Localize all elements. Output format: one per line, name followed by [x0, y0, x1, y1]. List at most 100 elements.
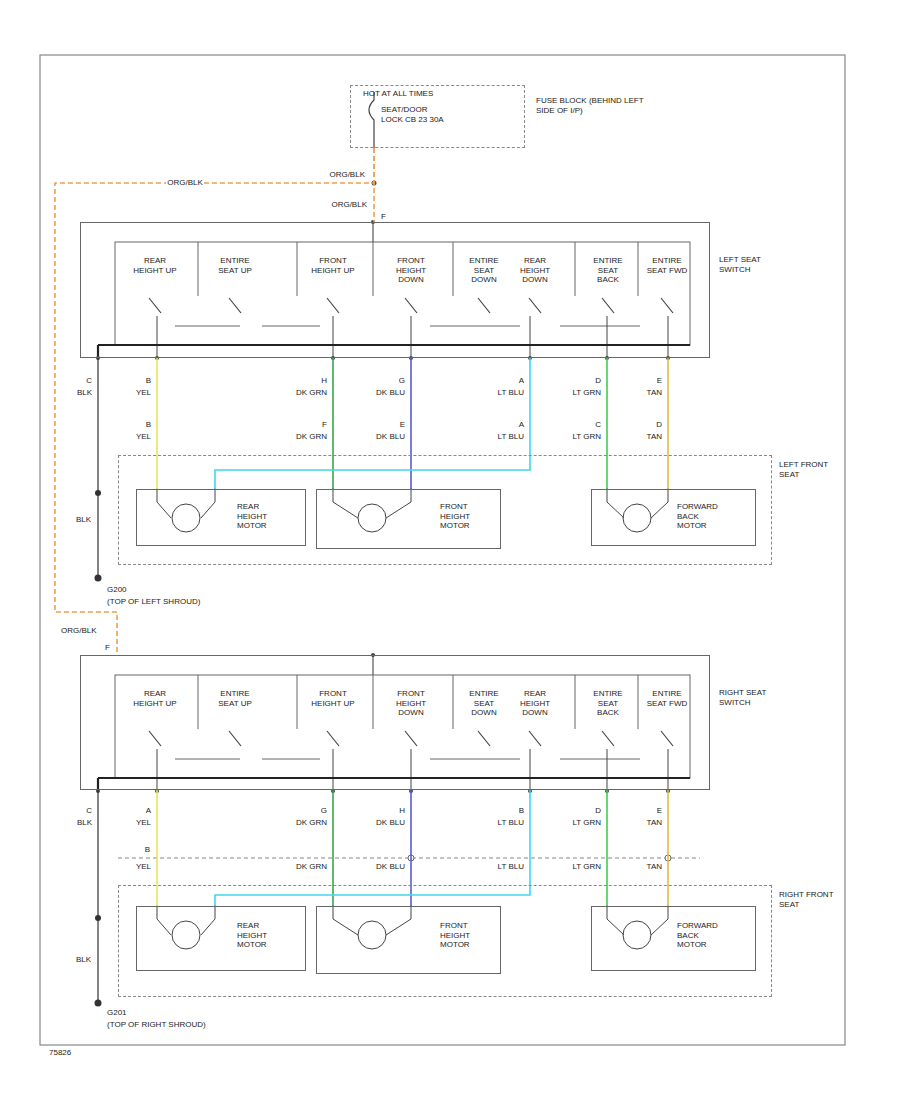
switch-label: ENTIRE SEAT BACK [585, 689, 631, 718]
wire-color: ORG/BLK [330, 200, 368, 210]
wire-color: LT GRN [571, 818, 602, 828]
wire [215, 358, 530, 489]
switch-label: REAR HEIGHT UP [132, 256, 178, 275]
wire-color: LT BLU [497, 818, 525, 828]
pin-letter: G [320, 806, 328, 816]
node-label: SEAT/DOOR LOCK CB 23 30A [381, 105, 447, 124]
pin-letter: B [145, 376, 152, 386]
location-note: (TOP OF LEFT SHROUD) [106, 597, 201, 607]
wire-color: TAN [646, 388, 663, 398]
wire-color: TAN [646, 862, 663, 872]
pin-letter: B [144, 845, 151, 855]
wire-color: LT GRN [571, 862, 602, 872]
wire-color: BLK [76, 388, 93, 398]
pin-letter: F [380, 212, 387, 222]
motor-box: FORWARD BACK MOTOR [591, 906, 756, 971]
wire-color: LT BLU [497, 432, 525, 442]
motor-box: REAR HEIGHT MOTOR [136, 906, 306, 971]
node-label: REAR HEIGHT MOTOR [237, 502, 283, 531]
wire-color: DK BLU [375, 432, 406, 442]
node-label: FRONT HEIGHT MOTOR [440, 502, 486, 531]
wire-color: DK GRN [295, 388, 328, 398]
switch-label: ENTIRE SEAT FWD [644, 689, 690, 708]
wire-color: ORG/BLK [60, 626, 98, 636]
node-label: REAR HEIGHT MOTOR [237, 921, 283, 950]
pin-letter: E [656, 376, 663, 386]
wire-color: LT BLU [497, 388, 525, 398]
pin-letter: A [518, 376, 525, 386]
pin-letter: D [594, 806, 602, 816]
node-label: FORWARD BACK MOTOR [677, 921, 729, 950]
switch-label: REAR HEIGHT DOWN [512, 256, 558, 285]
switch-contacts [96, 220, 690, 360]
pin-letter: F [321, 420, 328, 430]
wire [55, 148, 374, 655]
node-label: FRONT HEIGHT MOTOR [440, 921, 486, 950]
wire [606, 790, 608, 906]
wire-color: DK BLU [375, 862, 406, 872]
pin-letter: B [518, 806, 525, 816]
wire [215, 790, 530, 906]
switch-label: FRONT HEIGHT DOWN [388, 256, 434, 285]
switch-label: ENTIRE SEAT UP [212, 256, 258, 275]
wire-color: DK BLU [375, 818, 406, 828]
wire [667, 790, 669, 906]
figure-code: 75826 [48, 1048, 72, 1058]
pin-letter: E [399, 420, 406, 430]
wire [156, 358, 158, 489]
pin-letter: D [655, 420, 663, 430]
pin-letter: B [145, 420, 152, 430]
switch-label: FRONT HEIGHT UP [310, 689, 356, 708]
wire-color: YEL [135, 862, 152, 872]
pin-letter: A [145, 806, 152, 816]
wire-color: BLK [75, 955, 92, 965]
switch-label: ENTIRE SEAT DOWN [461, 256, 507, 285]
motor-box: REAR HEIGHT MOTOR [136, 489, 306, 546]
wire [156, 790, 158, 906]
motor-box: FORWARD BACK MOTOR [591, 489, 756, 546]
node-label: RIGHT FRONT SEAT [779, 890, 841, 909]
wire-color: ORG/BLK [328, 170, 366, 180]
wire-color: BLK [75, 515, 92, 525]
switch-label: ENTIRE SEAT UP [212, 689, 258, 708]
wire [606, 358, 608, 489]
switch-label: ENTIRE SEAT FWD [644, 256, 690, 275]
seat-box: RIGHT FRONT SEATREAR HEIGHT MOTORFRONT H… [118, 885, 772, 997]
wire-color: LT GRN [571, 388, 602, 398]
switch-label: REAR HEIGHT UP [132, 689, 178, 708]
wire-color: TAN [646, 818, 663, 828]
switch-box: LEFT SEAT SWITCH [80, 222, 710, 358]
wire-color: TAN [646, 432, 663, 442]
pin-letter: E [656, 806, 663, 816]
node-label: FORWARD BACK MOTOR [677, 502, 729, 531]
location-note: (TOP OF RIGHT SHROUD) [106, 1020, 207, 1030]
ground-id: G201 [106, 1008, 128, 1018]
pin-letter: C [85, 806, 93, 816]
wire-color: DK BLU [375, 388, 406, 398]
wire-color: DK GRN [295, 862, 328, 872]
switch-box: RIGHT SEAT SWITCH [80, 655, 710, 790]
circuit-breaker [369, 92, 374, 148]
wire-color: YEL [135, 818, 152, 828]
pin-letter: F [104, 643, 111, 653]
pin-letter: G [398, 376, 406, 386]
ground-wire [97, 358, 98, 1000]
switch-label: FRONT HEIGHT DOWN [388, 689, 434, 718]
ground-symbol [95, 490, 102, 1007]
node-label: FUSE BLOCK (BEHIND LEFT SIDE OF I/P) [536, 96, 656, 115]
pin-letter: A [518, 420, 525, 430]
wire-color: DK GRN [295, 818, 328, 828]
wire-color: LT BLU [497, 862, 525, 872]
wire-color: DK GRN [295, 432, 328, 442]
ground-id: G200 [106, 585, 128, 595]
node-label: HOT AT ALL TIMES [363, 89, 513, 99]
frame [40, 55, 845, 1045]
wire [410, 790, 412, 906]
motor-box: FRONT HEIGHT MOTOR [316, 489, 501, 549]
switch-label: ENTIRE SEAT BACK [585, 256, 631, 285]
pin-letter: H [320, 376, 328, 386]
wire-color: BLK [76, 818, 93, 828]
fuse-block: HOT AT ALL TIMES SEAT/DOOR LOCK CB 23 30A… [350, 85, 525, 148]
wire-color: YEL [135, 432, 152, 442]
